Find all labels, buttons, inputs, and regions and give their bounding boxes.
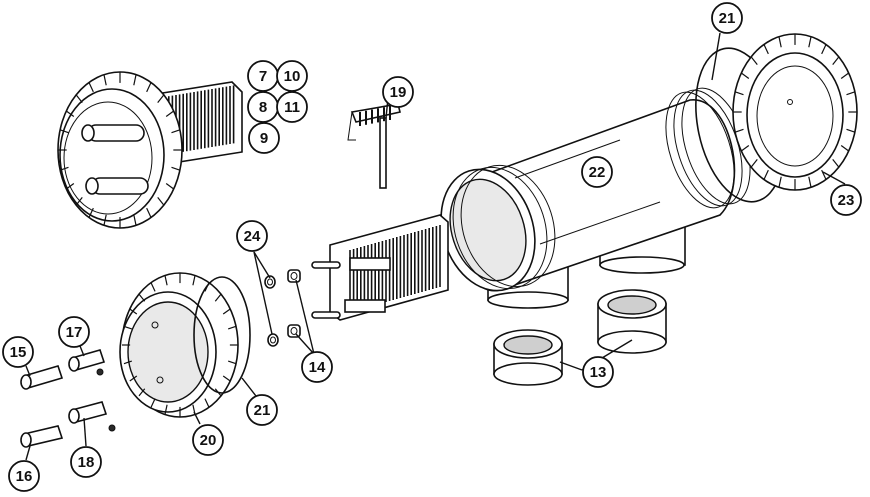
tube-17	[68, 349, 106, 376]
leader-lines	[25, 32, 846, 461]
callout-22: 22	[581, 156, 613, 188]
callout-19: 19	[382, 76, 414, 108]
reducer-ring-front	[493, 329, 563, 386]
callout-16: 16	[8, 460, 40, 492]
callout-labels: 7 10 8 11 9 19 21 22 23 24 14 13 15 17 16 18 20 21	[2, 2, 862, 492]
callout-text: 21	[719, 10, 736, 27]
callout-text: 9	[260, 130, 268, 147]
callout-7: 7	[247, 60, 279, 92]
reducer-ring-back	[597, 289, 667, 354]
tube-15	[20, 365, 64, 390]
callout-10: 10	[276, 60, 308, 92]
nuts-14	[287, 269, 301, 338]
end-cap-20	[119, 272, 239, 418]
callout-24: 24	[236, 220, 268, 252]
callout-14: 14	[301, 351, 333, 383]
end-cap-23	[732, 33, 858, 191]
callout-text: 22	[589, 164, 606, 181]
callout-text: 19	[390, 84, 407, 101]
callout-text: 23	[838, 192, 855, 209]
callout-15: 15	[2, 336, 34, 368]
reducer-rings-13	[493, 289, 667, 386]
callout-text: 21	[254, 402, 271, 419]
callout-11: 11	[276, 91, 308, 123]
callout-text: 18	[78, 454, 95, 471]
callout-text: 20	[200, 432, 217, 449]
electrode-plate-stack-middle	[311, 214, 449, 321]
top-left-cap-assembly	[57, 71, 243, 229]
callout-text: 13	[590, 364, 607, 381]
callout-text: 8	[259, 99, 267, 116]
callout-text: 14	[309, 359, 326, 376]
callout-21: 21	[711, 2, 743, 34]
top-left-cap-rods	[81, 124, 149, 195]
callout-13: 13	[582, 356, 614, 388]
callout-23: 23	[830, 184, 862, 216]
callout-21: 21	[246, 394, 278, 426]
tube-16	[20, 425, 64, 448]
tube-18	[68, 401, 116, 432]
top-left-cap-face	[59, 88, 165, 222]
callout-8: 8	[247, 91, 279, 123]
callout-text: 10	[284, 68, 301, 85]
terminal-pin-lower	[311, 311, 341, 319]
washers-24	[264, 275, 279, 347]
callout-text: 15	[10, 344, 27, 361]
connector-clip-19	[347, 103, 401, 189]
callout-text: 11	[284, 99, 300, 116]
o-ring-bottom-21	[193, 276, 251, 394]
callout-text: 7	[259, 68, 267, 85]
callout-text: 17	[66, 324, 83, 341]
terminal-pin-upper	[311, 261, 341, 269]
callout-9: 9	[248, 122, 280, 154]
cell-body-22	[440, 87, 751, 309]
callout-text: 24	[244, 228, 261, 245]
callout-text: 16	[16, 468, 33, 485]
callout-20: 20	[192, 424, 224, 456]
callout-18: 18	[70, 446, 102, 478]
callout-17: 17	[58, 316, 90, 348]
